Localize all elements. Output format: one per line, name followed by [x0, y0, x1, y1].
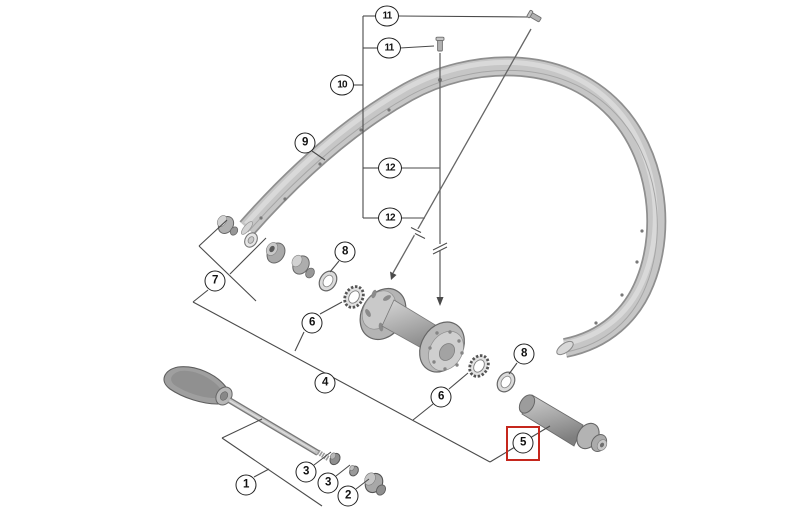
callout-8-6[interactable]: 8 — [334, 241, 356, 263]
callout-number: 5 — [519, 436, 527, 449]
callout-9-3[interactable]: 9 — [294, 132, 316, 154]
spoke-nipple-lower[interactable] — [435, 36, 445, 52]
callout-6-8[interactable]: 6 — [301, 312, 323, 334]
flat-washer-right[interactable] — [494, 369, 519, 395]
spoke-diagonal[interactable] — [390, 28, 532, 280]
spoke-vertical[interactable] — [432, 53, 448, 306]
callout-number: 8 — [520, 347, 528, 360]
callout-number: 12 — [385, 212, 395, 223]
callout-number: 1 — [242, 478, 250, 491]
callout-1-13[interactable]: 1 — [235, 474, 257, 496]
callout-number: 9 — [301, 136, 309, 149]
callout-number: 3 — [324, 476, 332, 489]
qr-spring-right[interactable] — [348, 464, 360, 477]
callout-3-14[interactable]: 3 — [295, 461, 317, 483]
callout-number: 2 — [344, 489, 352, 502]
cone-nut[interactable] — [263, 240, 288, 267]
callout-number: 12 — [385, 162, 395, 173]
quick-release-skewer[interactable] — [163, 366, 331, 462]
callout-6-11[interactable]: 6 — [430, 386, 452, 408]
qr-spring-left[interactable] — [328, 451, 342, 466]
callout-5-12[interactable]: 5 — [512, 432, 534, 454]
rim-spoke-holes — [259, 77, 644, 325]
callout-number: 4 — [321, 376, 329, 389]
serrated-lock-ring-left[interactable] — [341, 283, 367, 311]
qr-end-nut[interactable] — [362, 470, 388, 497]
callout-lines — [192, 15, 551, 507]
callout-11-0[interactable]: 11 — [375, 5, 399, 27]
callout-number: 8 — [341, 245, 349, 258]
hub-spoke-holes — [428, 330, 464, 371]
spoke-arrowhead — [436, 297, 444, 306]
hub-axle[interactable] — [516, 392, 610, 454]
callout-number: 11 — [384, 42, 395, 53]
spoke-arrowhead — [390, 271, 397, 280]
axle-cap[interactable] — [289, 253, 316, 280]
callout-number: 10 — [337, 79, 347, 90]
rim[interactable] — [239, 56, 667, 358]
dust-cap[interactable] — [215, 214, 239, 237]
flat-washer-left[interactable] — [316, 268, 341, 294]
callout-4-10[interactable]: 4 — [314, 372, 336, 394]
callout-12-4[interactable]: 12 — [378, 157, 402, 179]
callout-12-5[interactable]: 12 — [378, 207, 402, 229]
callout-10-2[interactable]: 10 — [330, 74, 354, 96]
callout-number: 7 — [211, 274, 219, 287]
hub-body[interactable] — [351, 280, 474, 380]
callout-3-15[interactable]: 3 — [317, 472, 339, 494]
spoke-break-mark — [432, 242, 448, 255]
serrated-lock-ring-right[interactable] — [466, 352, 492, 380]
callout-11-1[interactable]: 11 — [377, 37, 401, 59]
callout-number: 3 — [302, 465, 310, 478]
callout-8-9[interactable]: 8 — [513, 343, 535, 365]
spoke-nipple-upper[interactable] — [526, 9, 542, 23]
callout-7-7[interactable]: 7 — [204, 270, 226, 292]
callout-number: 6 — [308, 316, 316, 329]
callout-number: 11 — [382, 10, 393, 21]
callout-2-16[interactable]: 2 — [337, 485, 359, 507]
callout-number: 6 — [437, 390, 445, 403]
seal-washer[interactable] — [242, 230, 260, 249]
spoke-break-mark — [410, 227, 426, 239]
